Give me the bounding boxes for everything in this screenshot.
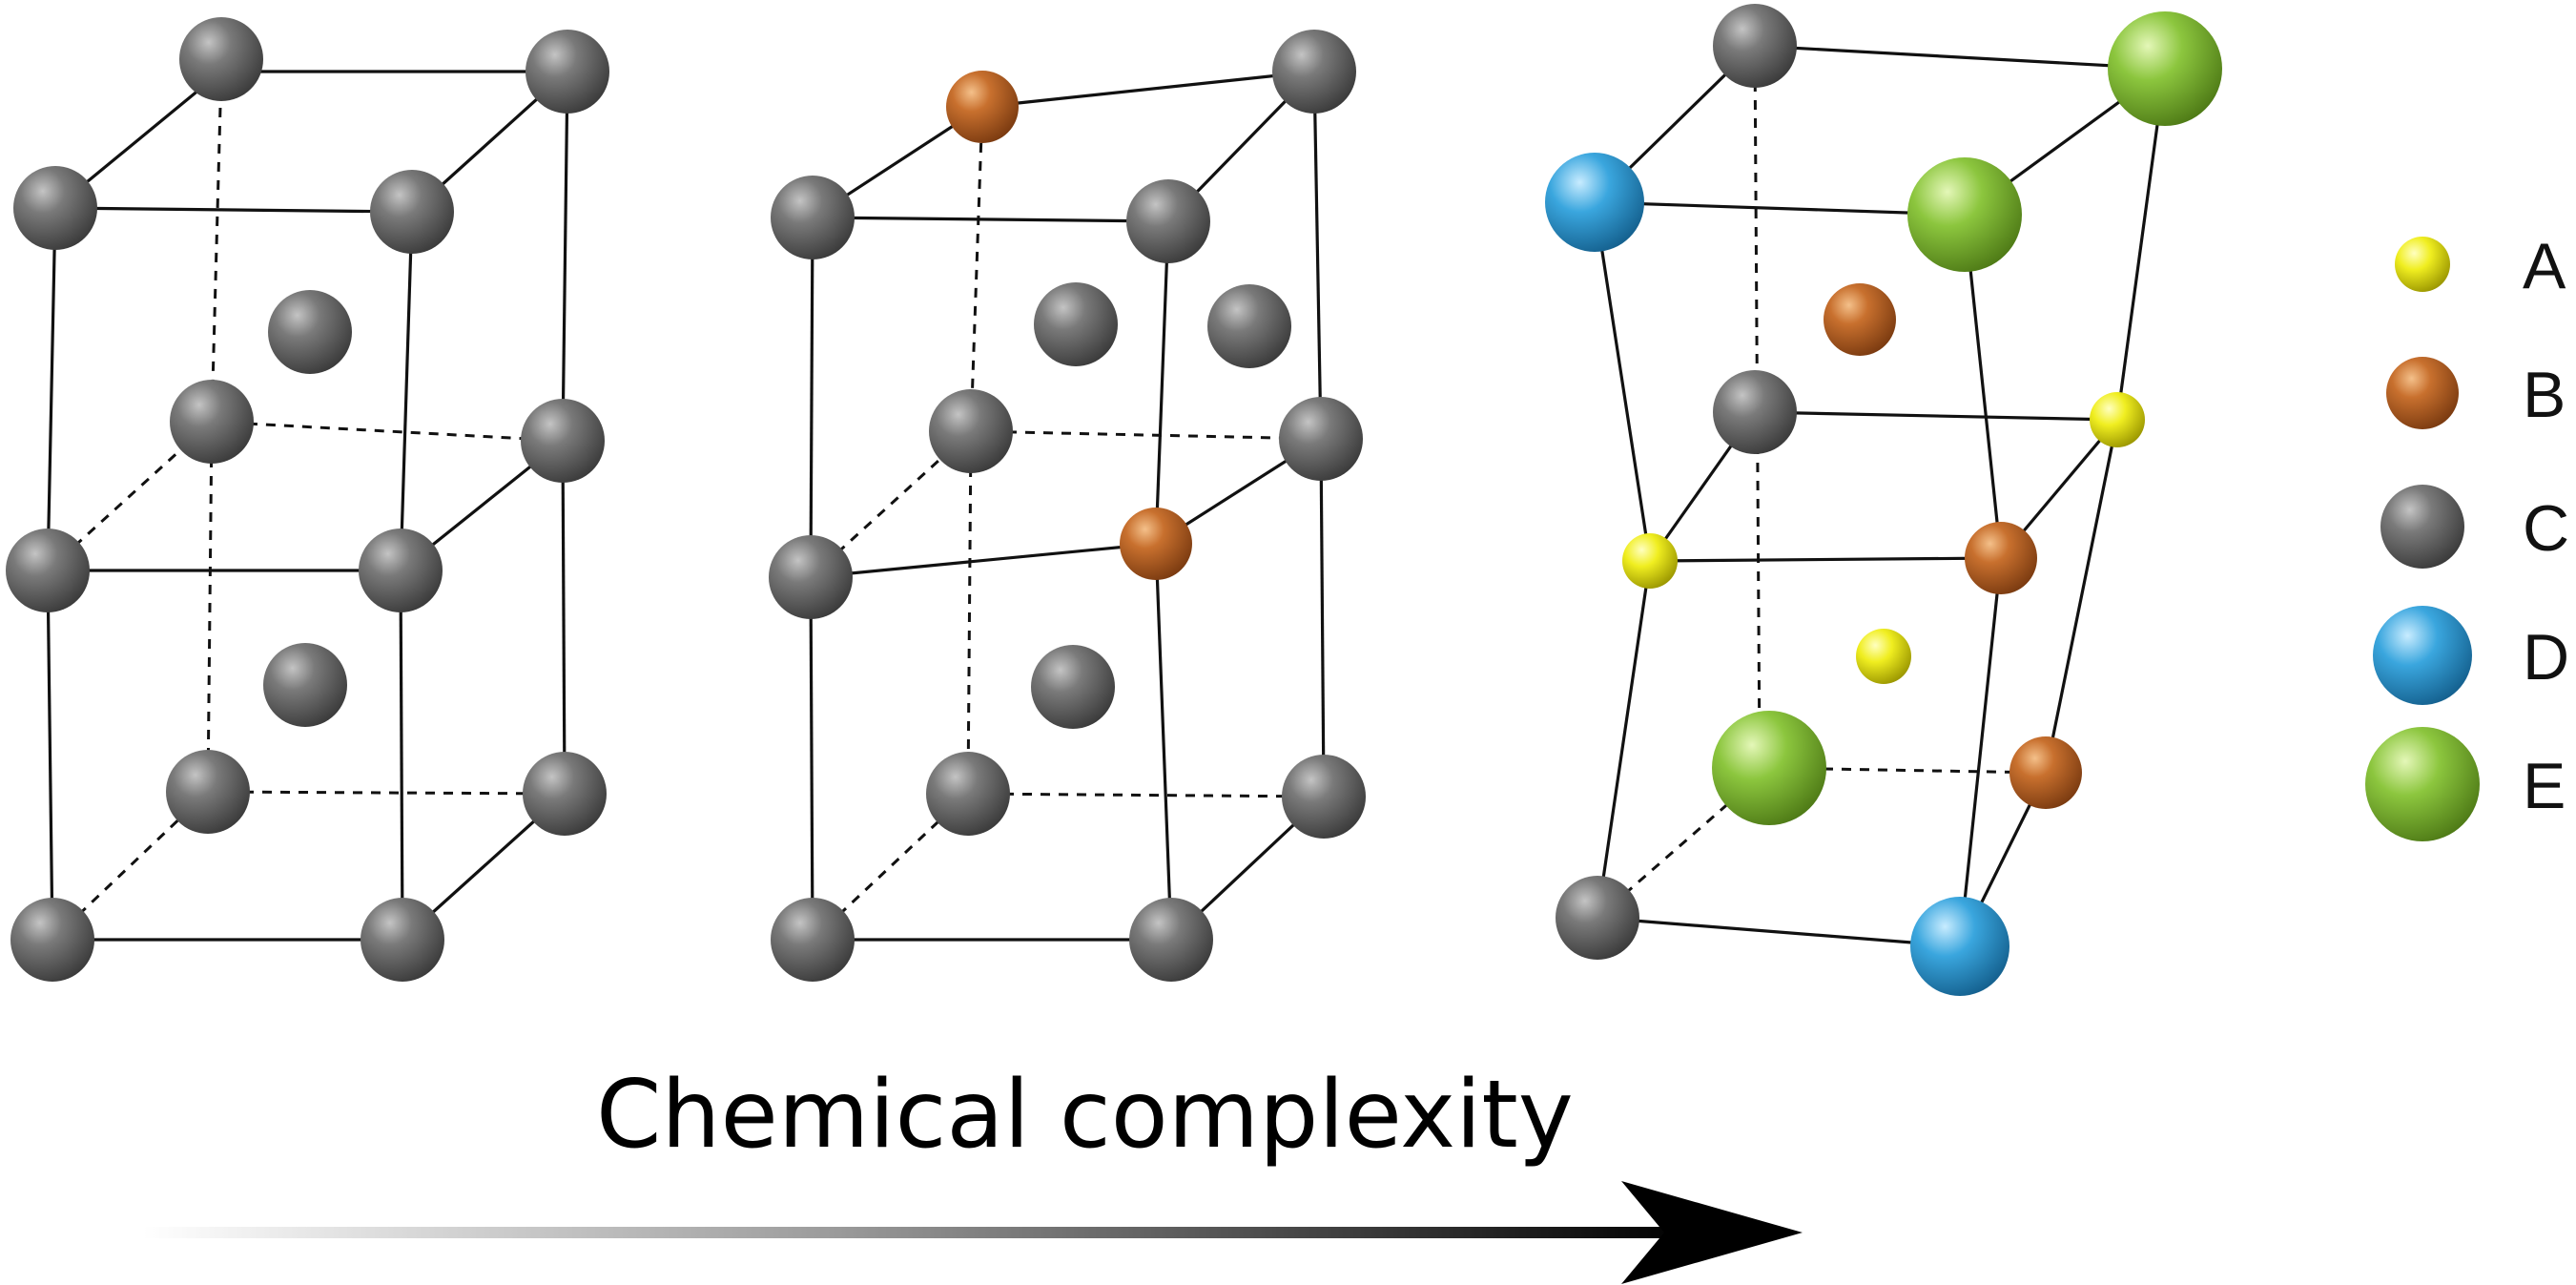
legend: A B C D E — [2365, 230, 2569, 841]
atom-c — [361, 898, 444, 982]
legend-swatch-b — [2386, 357, 2459, 429]
atom-c — [769, 535, 853, 619]
atom-e — [1907, 157, 2022, 272]
lattice-2 — [769, 30, 1366, 982]
atom-c — [929, 389, 1013, 473]
atom-c — [179, 17, 263, 101]
legend-label-a: A — [2523, 230, 2566, 302]
arrow-shaft — [143, 1227, 1688, 1238]
legend-item-e: E — [2365, 727, 2566, 841]
atom-b — [2009, 736, 2082, 809]
lattice-1-atoms — [6, 17, 609, 982]
atom-a — [2090, 392, 2145, 447]
lattice-3-atoms — [1545, 4, 2222, 996]
arrow-head — [1621, 1181, 1803, 1284]
atom-c — [1713, 370, 1797, 454]
atom-b — [946, 71, 1019, 143]
lattice-1 — [6, 17, 609, 982]
atom-d — [1545, 153, 1644, 252]
atom-c — [359, 529, 443, 612]
atom-c — [1126, 179, 1210, 263]
lattice-1-bonds — [46, 70, 569, 942]
legend-label-c: C — [2523, 492, 2569, 565]
atom-e — [1712, 711, 1826, 825]
atom-c — [1031, 645, 1115, 729]
atom-c — [1129, 898, 1213, 982]
atom-c — [10, 898, 94, 982]
complexity-arrow — [143, 1181, 1803, 1284]
atom-c — [1207, 284, 1291, 368]
atom-c — [170, 380, 254, 464]
atom-c — [771, 176, 855, 259]
legend-item-c: C — [2380, 485, 2569, 569]
legend-item-d: D — [2373, 606, 2569, 705]
atom-c — [523, 752, 607, 836]
lattice-2-atoms — [769, 30, 1366, 982]
atom-c — [526, 30, 609, 114]
atom-c — [926, 752, 1010, 836]
legend-swatch-e — [2365, 727, 2480, 841]
caption-chemical-complexity: Chemical complexity — [596, 1061, 1574, 1170]
atom-a — [1622, 533, 1678, 589]
atom-c — [370, 170, 454, 254]
atom-c — [1713, 4, 1797, 88]
legend-swatch-a — [2395, 237, 2450, 292]
lattice-3-bonds — [1593, 44, 2167, 948]
atom-c — [1272, 30, 1356, 114]
lattice-2-bonds — [809, 70, 1326, 942]
atom-b — [1965, 522, 2037, 594]
atom-c — [6, 529, 90, 612]
legend-item-a: A — [2395, 230, 2566, 302]
atom-c — [771, 898, 855, 982]
atom-c — [268, 290, 352, 374]
atom-c — [13, 166, 97, 250]
legend-item-b: B — [2386, 357, 2566, 431]
atom-c — [1282, 755, 1366, 839]
atom-e — [2108, 11, 2222, 126]
atom-c — [166, 750, 250, 834]
atom-c — [263, 643, 347, 727]
atom-b — [1824, 283, 1896, 356]
legend-label-b: B — [2523, 359, 2566, 431]
legend-swatch-c — [2380, 485, 2464, 569]
legend-swatch-d — [2373, 606, 2472, 705]
atom-c — [521, 399, 605, 483]
atom-a — [1856, 629, 1911, 684]
atom-c — [1556, 876, 1639, 960]
atom-c — [1034, 282, 1118, 366]
legend-label-e: E — [2523, 750, 2566, 822]
legend-label-d: D — [2523, 621, 2569, 694]
atom-c — [1279, 397, 1363, 481]
atom-b — [1120, 508, 1192, 580]
lattice-3 — [1545, 4, 2222, 996]
atom-d — [1910, 897, 2009, 996]
